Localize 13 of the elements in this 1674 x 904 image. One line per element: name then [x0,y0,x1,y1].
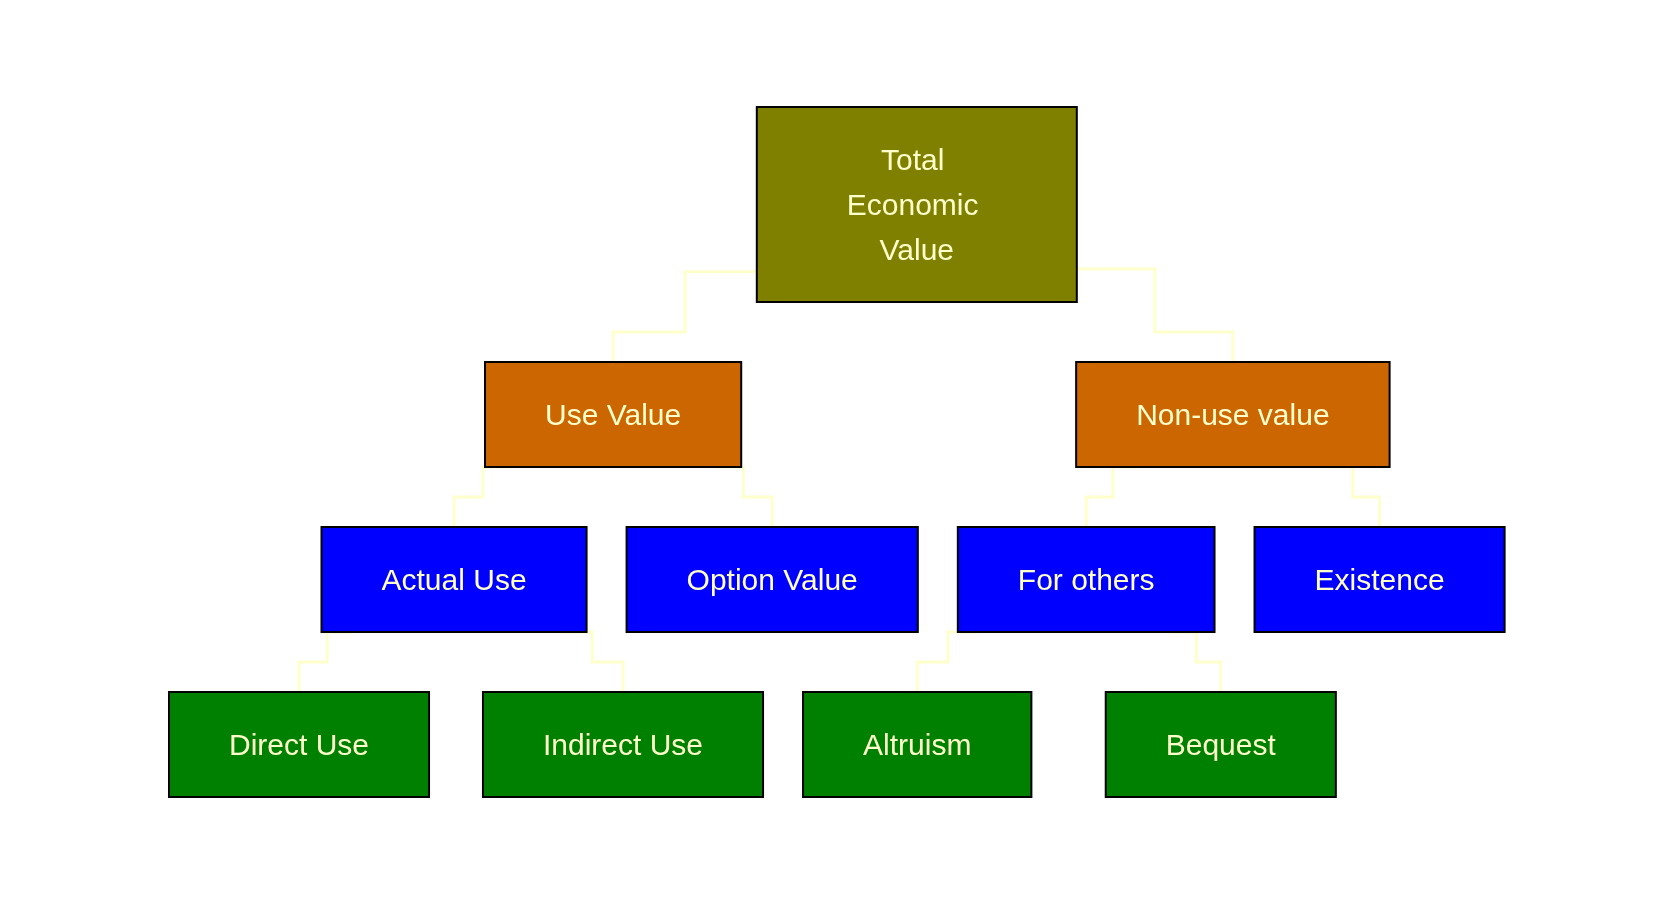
node-box: Bequest [1104,691,1337,798]
node-box: Actual Use [320,526,588,633]
connector [611,270,757,364]
node-box: For others [957,526,1216,633]
node-box: Use Value [484,361,743,468]
node-box: Non-use value [1075,361,1391,468]
connector [1077,267,1235,364]
node-box: Existence [1253,526,1506,633]
node-box: Altruism [802,691,1033,798]
node-box: Total Economic Value [756,106,1078,303]
node-box: Direct Use [168,691,431,798]
node-box: Indirect Use [482,691,765,798]
node-box: Option Value [625,526,919,633]
